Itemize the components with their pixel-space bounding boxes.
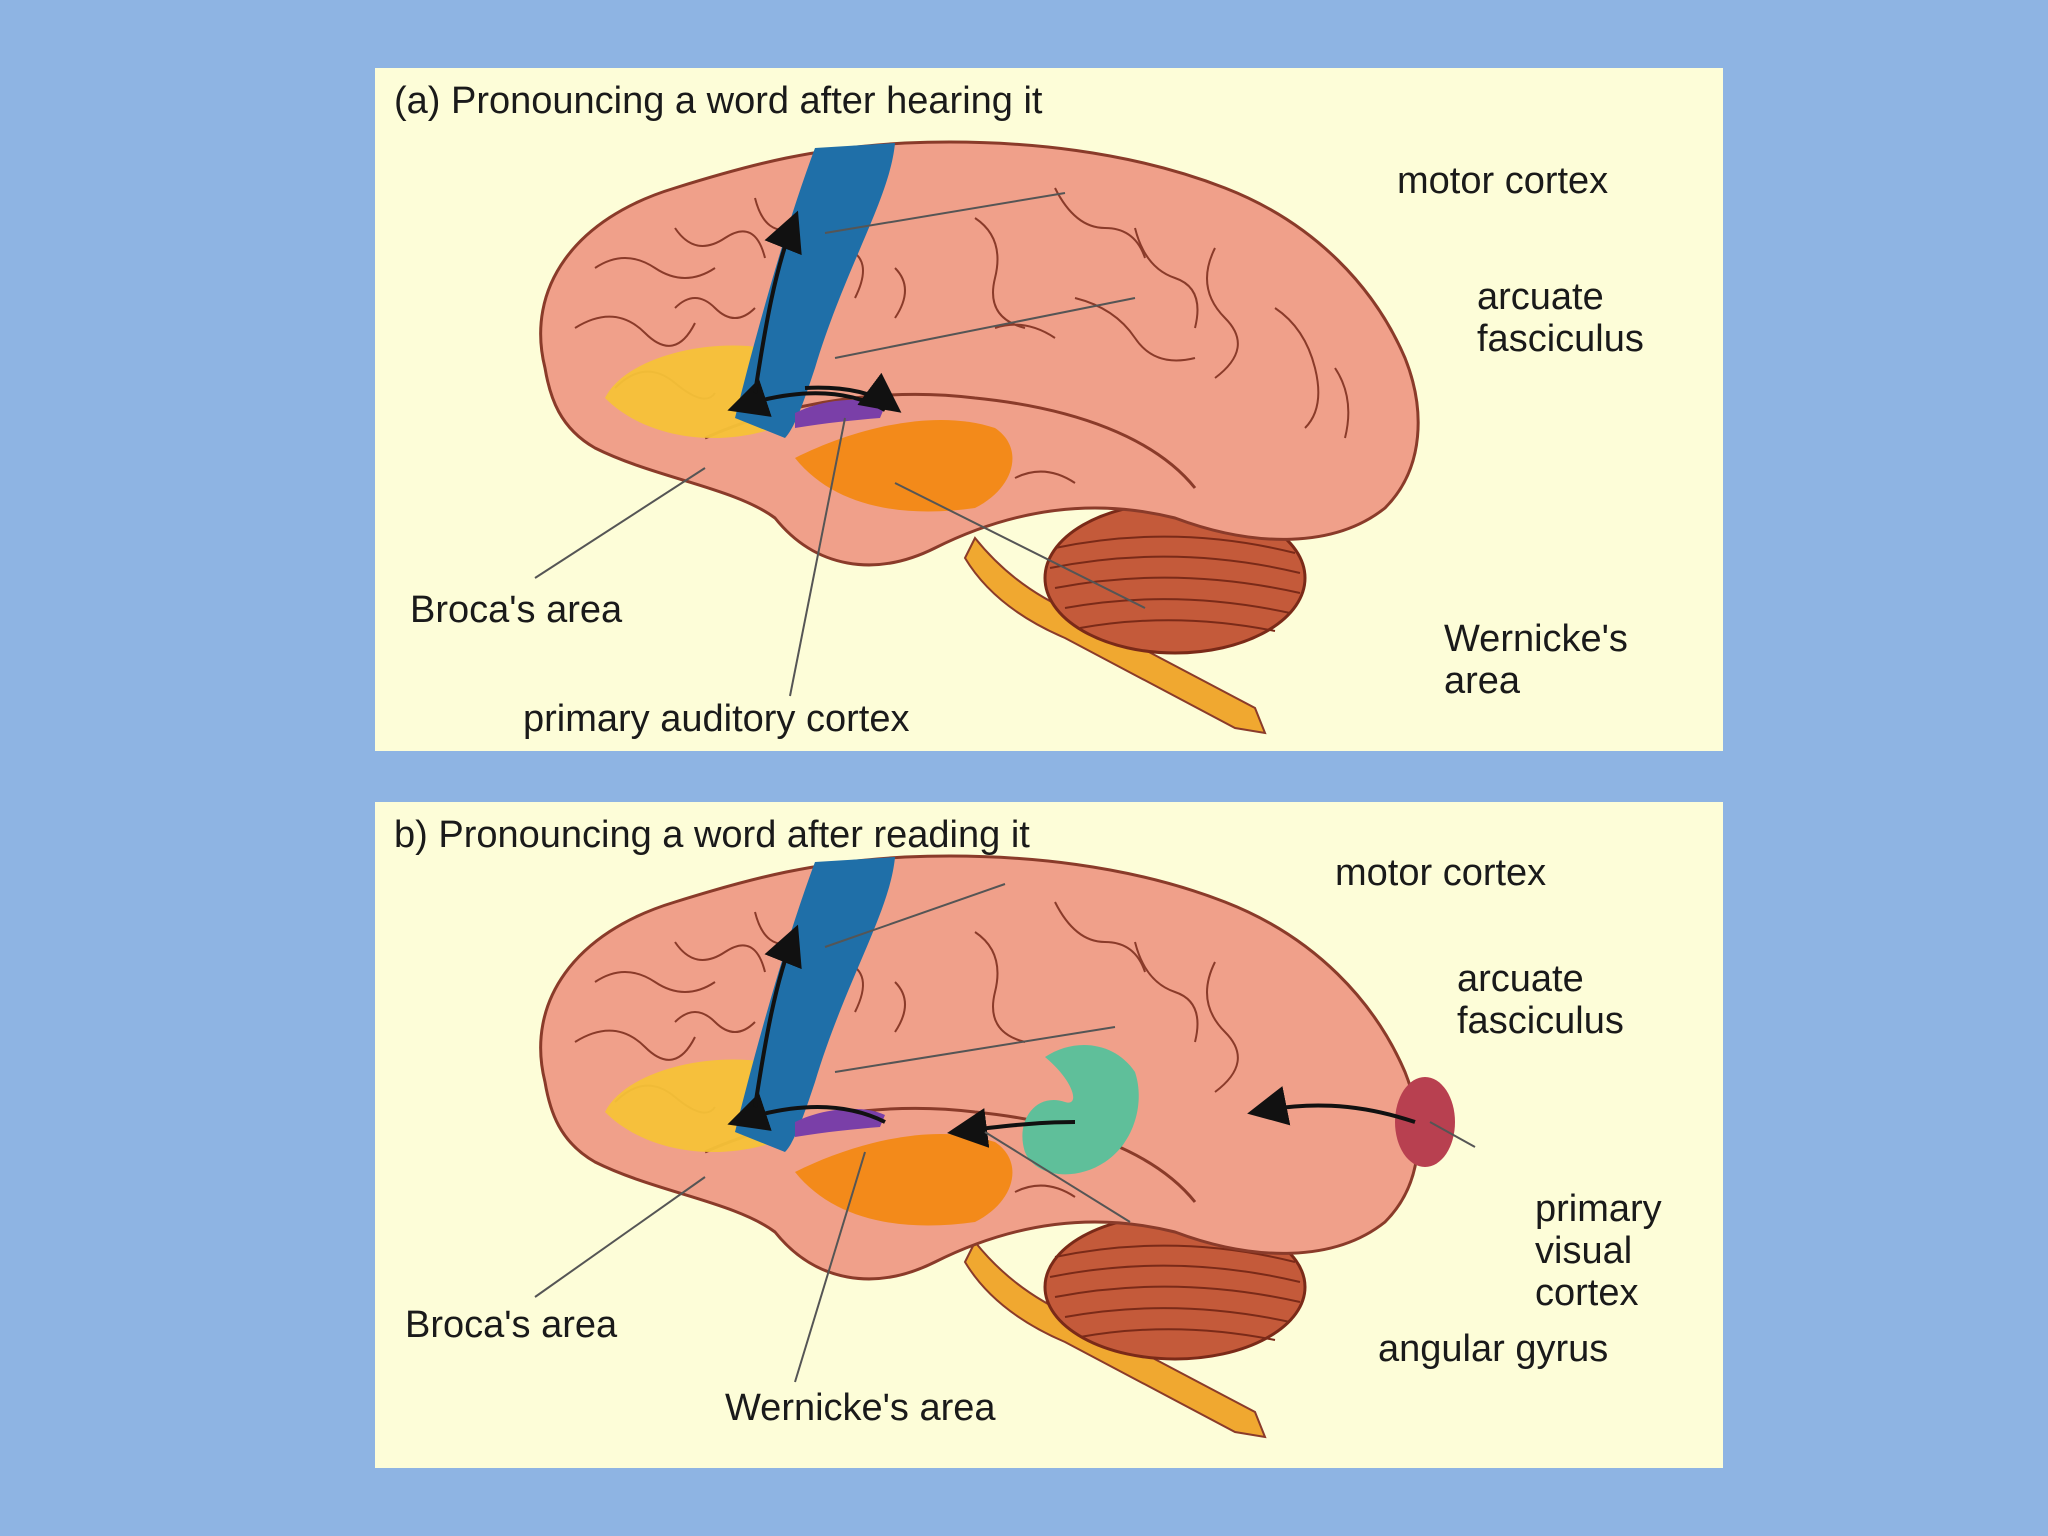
cerebrum — [539, 854, 1420, 1281]
label-wernickes-area: Wernicke's area — [1444, 618, 1628, 702]
wernickes-area-region — [795, 419, 1013, 512]
label-arcuate-fasciculus: arcuate fasciculus — [1477, 276, 1644, 360]
brain-illustration-reading — [534, 854, 1476, 1439]
auditory-cortex-region — [795, 1108, 885, 1137]
label-primary-visual-cortex: primary visual cortex — [1535, 1188, 1662, 1314]
label-brocas-area: Broca's area — [405, 1304, 618, 1346]
motor-cortex-region — [735, 857, 895, 1152]
diagram-panel-reading: b) Pronouncing a word after reading it m… — [375, 802, 1723, 1468]
label-angular-gyrus: angular gyrus — [1378, 1328, 1609, 1370]
label-brocas-area: Broca's area — [410, 589, 623, 631]
visual-cortex-region — [1395, 1077, 1455, 1167]
brain-illustration-hearing — [534, 140, 1420, 735]
motor-cortex-region — [735, 143, 895, 438]
label-wernickes-area: Wernicke's area — [725, 1387, 996, 1429]
angular-gyrus-region — [1022, 1045, 1139, 1175]
diagram-panel-hearing: (a) Pronouncing a word after hearing it … — [375, 68, 1723, 751]
label-motor-cortex: motor cortex — [1397, 160, 1609, 202]
label-arcuate-fasciculus: arcuate fasciculus — [1457, 958, 1624, 1042]
panel-b-title: b) Pronouncing a word after reading it — [394, 814, 1030, 856]
label-primary-auditory-cortex: primary auditory cortex — [523, 698, 910, 740]
cerebrum — [539, 140, 1420, 567]
panel-a-title: (a) Pronouncing a word after hearing it — [394, 80, 1043, 122]
label-motor-cortex: motor cortex — [1335, 852, 1547, 894]
